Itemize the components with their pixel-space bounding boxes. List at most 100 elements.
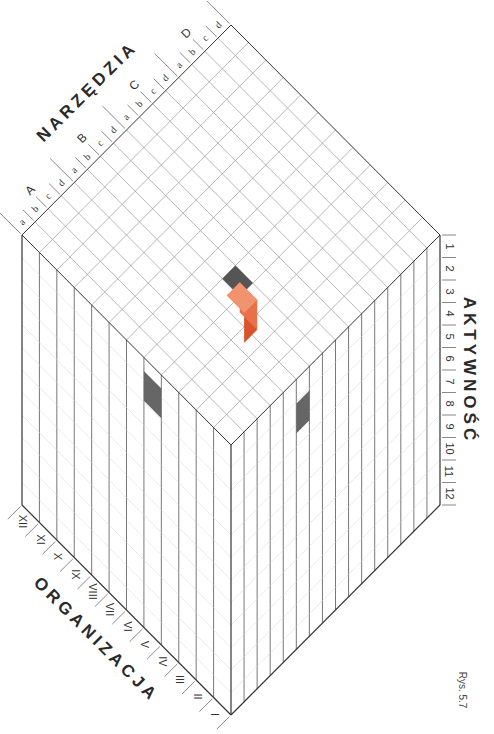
axis-number: 3 xyxy=(443,288,454,294)
roman-number: IV xyxy=(157,656,168,666)
group-letter: B xyxy=(75,131,89,145)
axis-number: 1 xyxy=(443,243,454,249)
row-line xyxy=(231,280,440,490)
tick xyxy=(88,144,99,155)
row-line xyxy=(231,415,440,625)
tick xyxy=(154,79,165,90)
tick xyxy=(206,26,217,37)
marked-cell xyxy=(144,371,161,418)
axis-number: 7 xyxy=(443,378,454,384)
grid-line xyxy=(179,183,388,393)
roman-number: III xyxy=(174,674,185,683)
tick xyxy=(23,210,34,221)
grid-line xyxy=(214,218,423,428)
row-line xyxy=(22,280,231,490)
tick xyxy=(442,280,456,281)
roman-number: VIII xyxy=(87,583,98,600)
axis-number: 10 xyxy=(444,443,455,455)
row-line xyxy=(22,370,231,580)
row-line xyxy=(231,483,440,693)
roman-number: X xyxy=(52,553,63,560)
sub-letter: a xyxy=(122,112,132,122)
tick xyxy=(141,92,152,103)
sub-letter: d xyxy=(213,20,224,31)
grid-line xyxy=(127,130,336,340)
tick xyxy=(442,302,456,303)
left-face xyxy=(22,235,231,715)
tick xyxy=(442,460,456,461)
sub-letter: b xyxy=(30,204,41,215)
sub-letter: a xyxy=(17,217,27,227)
row-line xyxy=(231,325,440,535)
sub-letter: c xyxy=(95,138,105,148)
figure-caption: Rys. 5.7 xyxy=(457,672,467,709)
tick xyxy=(155,54,178,77)
tick xyxy=(36,197,47,208)
tick xyxy=(217,716,230,729)
grid-line xyxy=(39,43,248,253)
axis-number: 9 xyxy=(443,423,454,429)
grid-line xyxy=(92,95,301,305)
tick xyxy=(102,106,125,129)
row-line xyxy=(231,438,440,648)
grid-line xyxy=(161,165,370,375)
grid-line xyxy=(196,200,405,410)
row-line xyxy=(22,348,231,558)
tick xyxy=(101,131,112,142)
marked-cell xyxy=(296,391,309,434)
roman-number: V xyxy=(139,640,150,647)
row-line xyxy=(231,393,440,603)
sub-letter: c xyxy=(200,33,210,43)
tick xyxy=(199,699,212,712)
edge-line xyxy=(22,505,231,715)
grid-line xyxy=(144,148,353,358)
tick xyxy=(193,39,204,50)
grid-line xyxy=(74,78,283,288)
axis-number: 11 xyxy=(444,466,455,477)
axis-number: 12 xyxy=(444,488,455,500)
edge-line xyxy=(21,235,22,505)
tick xyxy=(442,415,456,416)
edge-line xyxy=(231,505,440,715)
row-line xyxy=(231,460,440,670)
row-line xyxy=(231,258,440,468)
block-top xyxy=(227,282,258,313)
row-line xyxy=(22,303,231,513)
group-letter: D xyxy=(179,26,194,41)
roman-number: I xyxy=(209,712,220,715)
sub-letter: a xyxy=(174,59,184,69)
roman-number: IX xyxy=(70,569,81,579)
axis-number: 2 xyxy=(443,266,454,272)
row-line xyxy=(22,460,231,670)
row-line xyxy=(22,438,231,648)
sub-letter: b xyxy=(82,151,93,162)
top-outline xyxy=(22,25,440,445)
tick xyxy=(442,482,456,483)
row-line xyxy=(22,258,231,468)
sub-letter: d xyxy=(160,72,171,83)
grid-line xyxy=(109,113,318,323)
sub-letter: b xyxy=(134,99,145,110)
row-line xyxy=(22,325,231,535)
tick xyxy=(442,347,456,348)
tick xyxy=(75,157,86,168)
axis-number: 6 xyxy=(443,356,454,362)
tick xyxy=(50,159,73,182)
tick xyxy=(442,505,456,506)
tick xyxy=(442,325,456,326)
axis-title: AKTYWNOŚĆ xyxy=(462,296,479,443)
tick xyxy=(0,211,21,234)
roman-number: XII xyxy=(17,515,28,528)
roman-number: VI xyxy=(122,621,133,631)
tick xyxy=(49,184,60,195)
tick xyxy=(442,235,456,236)
group-letter: C xyxy=(127,78,142,93)
sub-letter: d xyxy=(56,177,67,188)
tick xyxy=(442,257,456,258)
sub-letter: a xyxy=(69,164,79,174)
right-face xyxy=(231,235,440,715)
edge-line xyxy=(230,445,231,715)
sub-letter: c xyxy=(148,86,158,96)
axis-number: 4 xyxy=(443,311,454,317)
sub-letter: b xyxy=(187,46,198,57)
